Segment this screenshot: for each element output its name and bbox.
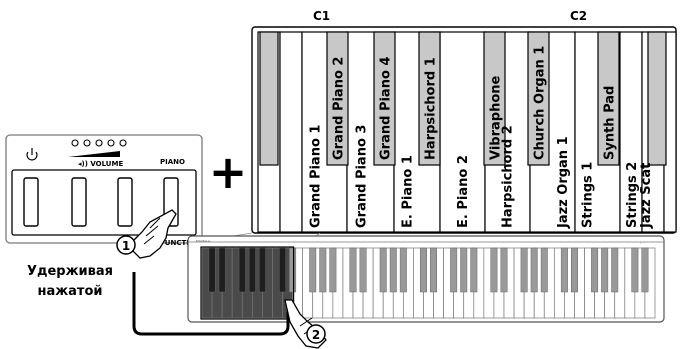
octave-label-c1: C1 xyxy=(313,9,330,23)
mini-black-key xyxy=(641,247,649,293)
tone-label: Grand Piano 1 xyxy=(309,125,324,228)
zoom-black-key xyxy=(527,31,550,166)
mini-black-key xyxy=(591,247,599,293)
zoom-white-key xyxy=(279,31,303,233)
mini-black-key xyxy=(289,247,297,293)
mini-black-key xyxy=(279,247,287,293)
tone-label: Synth Pad xyxy=(603,86,618,160)
mini-black-key xyxy=(631,247,639,293)
zoom-black-key xyxy=(326,31,349,166)
mini-black-key xyxy=(530,247,538,293)
selected-key-range xyxy=(200,246,295,320)
mini-black-key xyxy=(218,247,226,293)
tone-label: Harpsichord 2 xyxy=(501,125,516,228)
tone-label: E. Piano 2 xyxy=(456,155,471,228)
power-button[interactable] xyxy=(23,177,39,227)
tone-label: Grand Piano 4 xyxy=(379,57,394,160)
control-panel: ◂)) VOLUME PIANO FUNCTION xyxy=(5,134,203,247)
zoom-black-key xyxy=(483,31,506,166)
mini-black-key xyxy=(389,247,397,293)
tone-label: Grand Piano 2 xyxy=(332,57,347,160)
volume-down-button[interactable] xyxy=(71,177,87,227)
hold-text-line-2: нажатой xyxy=(37,284,102,299)
zoomed-keyboard: Grand Piano 1 Grand Piano 3 E. Piano 1 E. P… xyxy=(251,9,677,234)
button-area xyxy=(11,169,197,236)
volume-up-button[interactable] xyxy=(117,177,133,227)
zoom-black-key xyxy=(373,31,396,166)
panel-print-right: : · xyxy=(640,240,645,246)
mini-black-key xyxy=(470,247,478,293)
step-1-badge xyxy=(116,235,136,255)
mini-black-key xyxy=(379,247,387,293)
mini-black-key xyxy=(430,247,438,293)
mini-black-key xyxy=(329,247,337,293)
plus-sign: + xyxy=(209,145,248,199)
tone-label: Vibraphone xyxy=(489,75,504,160)
zoom-white-key xyxy=(439,31,486,233)
mini-black-key xyxy=(570,247,578,293)
mini-black-key xyxy=(419,247,427,293)
mini-black-key xyxy=(319,247,327,293)
hold-connector-line xyxy=(132,272,290,336)
tone-label: Jazz Organ 1 xyxy=(556,136,571,229)
tone-label: Grand Piano 3 xyxy=(355,125,370,228)
mini-black-key xyxy=(520,247,528,293)
mini-black-key xyxy=(309,247,317,293)
mini-black-key xyxy=(611,247,619,293)
mini-black-key xyxy=(208,247,216,293)
mini-black-key xyxy=(258,247,266,293)
tone-label: Jazz Scat xyxy=(639,163,654,229)
full-keyboard: ᴹᴵᴸᴹᴬᴸᴬ : · xyxy=(187,235,665,323)
zoom-black-key xyxy=(418,31,441,166)
tone-label: Church Organ 1 xyxy=(533,46,548,160)
step-2-number: 2 xyxy=(312,328,320,342)
mini-black-key xyxy=(560,247,568,293)
mini-black-key xyxy=(248,247,256,293)
tone-label: E. Piano 1 xyxy=(401,155,416,228)
mini-black-key xyxy=(399,247,407,293)
mini-black-key xyxy=(490,247,498,293)
mini-black-key xyxy=(359,247,367,293)
mini-black-key xyxy=(349,247,357,293)
mini-black-key xyxy=(500,247,508,293)
volume-label: ◂)) VOLUME xyxy=(78,160,123,168)
zoom-black-key xyxy=(647,31,667,166)
hold-text-line-1: Удерживая xyxy=(27,264,113,279)
step-1-number: 1 xyxy=(122,239,130,253)
panel-frame xyxy=(5,134,203,244)
mini-black-key xyxy=(450,247,458,293)
mini-black-key xyxy=(540,247,548,293)
step-2-badge xyxy=(306,324,326,344)
zoom-black-key xyxy=(597,31,620,166)
piano-label: PIANO xyxy=(160,158,185,166)
power-icon xyxy=(26,148,38,161)
tone-label: Strings 2 xyxy=(625,162,640,228)
panel-print-left: ᴹᴵᴸᴹᴬᴸᴬ xyxy=(196,240,211,246)
octave-label-c2: C2 xyxy=(570,9,587,23)
tone-label: Harpsichord 1 xyxy=(424,57,439,160)
volume-wedge-icon xyxy=(68,151,120,157)
hand-icon-1 xyxy=(131,209,177,259)
volume-leds xyxy=(71,139,127,147)
function-label: FUNCTION xyxy=(160,239,201,247)
zoom-black-key xyxy=(259,31,279,166)
tone-label: Strings 1 xyxy=(581,162,596,228)
mini-black-key xyxy=(238,247,246,293)
mini-black-key xyxy=(601,247,609,293)
mini-black-key xyxy=(460,247,468,293)
